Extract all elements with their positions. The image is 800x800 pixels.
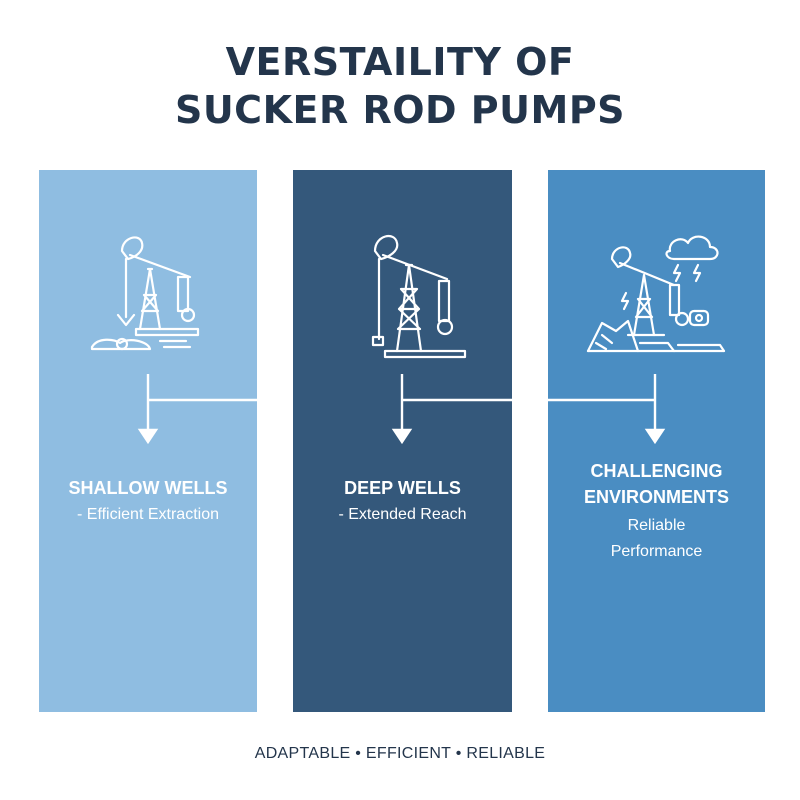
panel-heading: ENVIRONMENTS — [583, 487, 729, 507]
panel-shallow-wells: SHALLOW WELLS - Efficient Extraction — [39, 170, 257, 712]
footer-tagline: ADAPTABLE • EFFICIENT • RELIABLE — [254, 745, 546, 762]
title-line-1: VERSTAILITY OF — [225, 40, 575, 84]
pumpjack-storm-icon — [586, 235, 725, 353]
pumpjack-deep-icon — [371, 234, 466, 359]
lightning-icon — [672, 263, 681, 283]
page-title: VERSTAILITY OF SUCKER ROD PUMPS — [0, 38, 800, 134]
panel-heading: DEEP WELLS — [344, 478, 461, 498]
pumpjack-shallow-icon — [90, 236, 200, 351]
panel-subtitle: - Extended Reach — [338, 506, 467, 523]
panel-heading: CHALLENGING — [590, 461, 723, 481]
panel-subtitle: - Efficient Extraction — [77, 506, 219, 523]
cloud-icon — [664, 235, 719, 261]
down-arrow-icon — [391, 374, 512, 445]
down-arrow-icon — [548, 374, 666, 445]
panel-subtitle: Reliable — [627, 517, 686, 534]
title-line-2: SUCKER ROD PUMPS — [174, 88, 626, 132]
panel-heading: SHALLOW WELLS — [68, 478, 228, 498]
panel-challenging-environments: CHALLENGING ENVIRONMENTS Reliable Perfor… — [548, 170, 765, 712]
panel-deep-wells: DEEP WELLS - Extended Reach — [293, 170, 512, 712]
down-arrow-icon — [137, 374, 257, 445]
panel-subtitle: Performance — [610, 543, 703, 560]
